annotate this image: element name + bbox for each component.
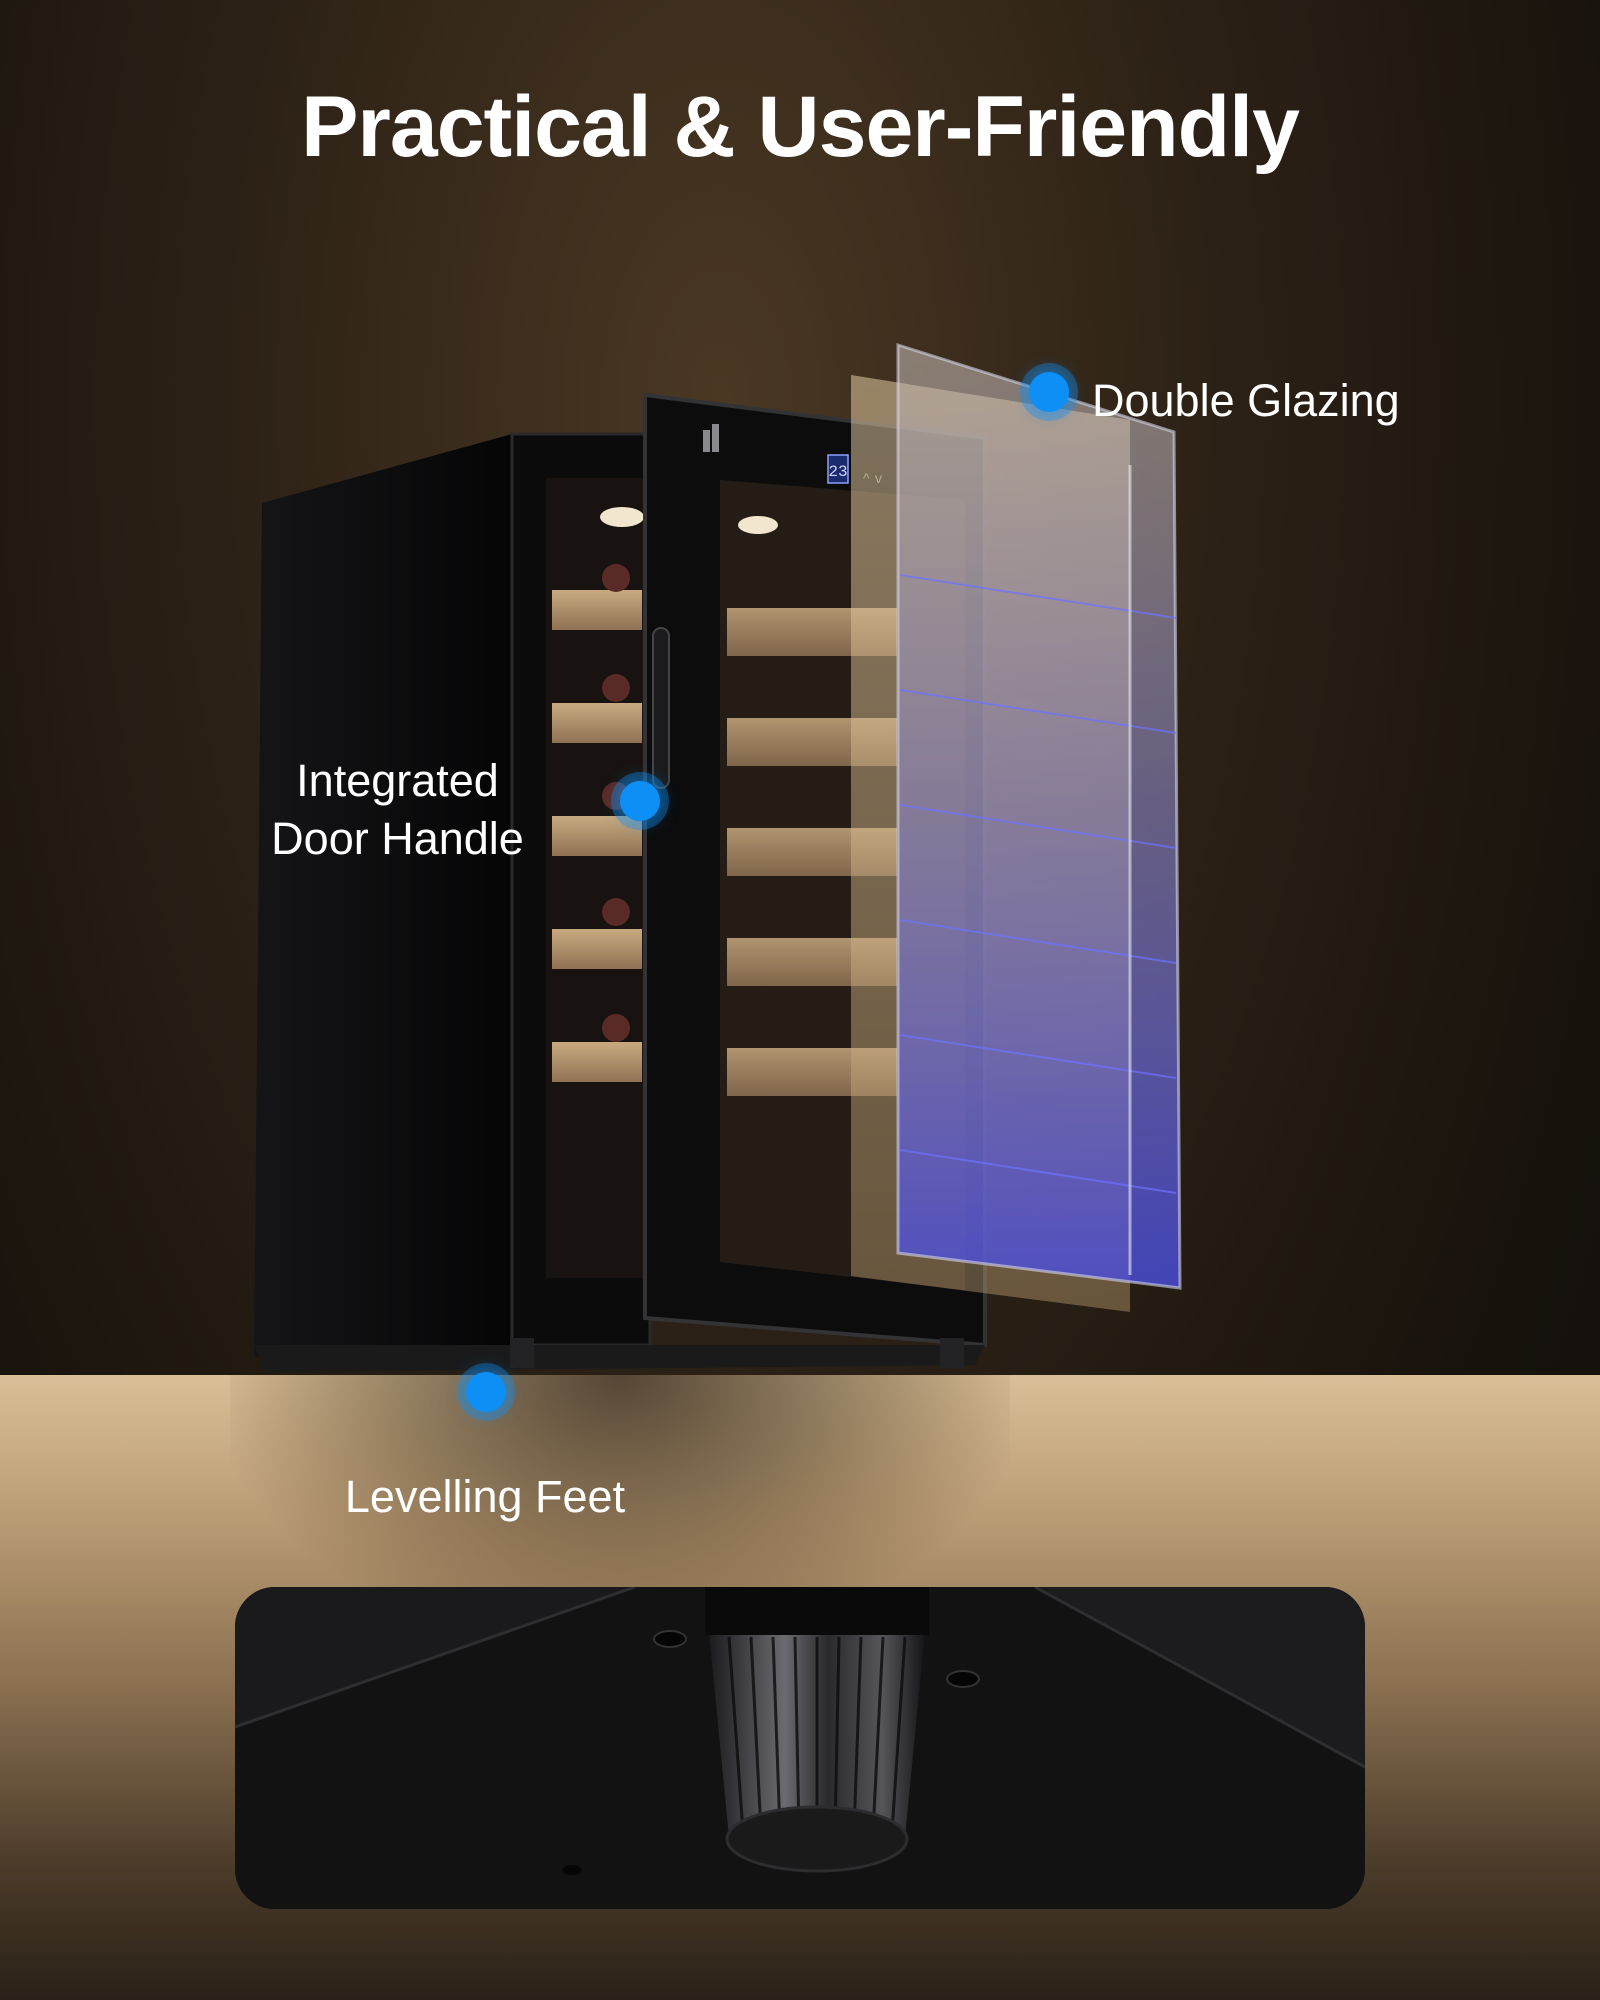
cabinet-base bbox=[254, 1338, 985, 1372]
cabinet-body bbox=[254, 432, 652, 1357]
glass-pane-outer bbox=[896, 342, 1182, 1290]
door-handle-hotspot[interactable] bbox=[620, 781, 660, 821]
door-handle-label-line1: Integrated bbox=[296, 755, 499, 806]
double-glazing-panes bbox=[851, 342, 1182, 1312]
levelling-feet-label: Levelling Feet bbox=[344, 1471, 626, 1522]
temperature-display bbox=[827, 454, 849, 484]
double-glazing-label: Double Glazing bbox=[1092, 375, 1400, 426]
door-handle-label-line2: Door Handle bbox=[271, 813, 524, 864]
levelling-foot-closeup bbox=[235, 1587, 1365, 1909]
page-title: Practical & User-Friendly bbox=[301, 79, 1300, 175]
levelling-foot-illustration bbox=[235, 1587, 1365, 1909]
double-glazing-hotspot[interactable] bbox=[1029, 372, 1069, 412]
interior-shelves bbox=[552, 507, 644, 1082]
wine-cooler-illustration: 23 ^ v bbox=[254, 342, 1182, 1372]
levelling-feet-hotspot[interactable] bbox=[466, 1372, 506, 1412]
svg-text:23: 23 bbox=[828, 463, 847, 481]
door-handle-label: Integrated Door Handle bbox=[200, 752, 595, 868]
door-handle bbox=[652, 627, 670, 789]
